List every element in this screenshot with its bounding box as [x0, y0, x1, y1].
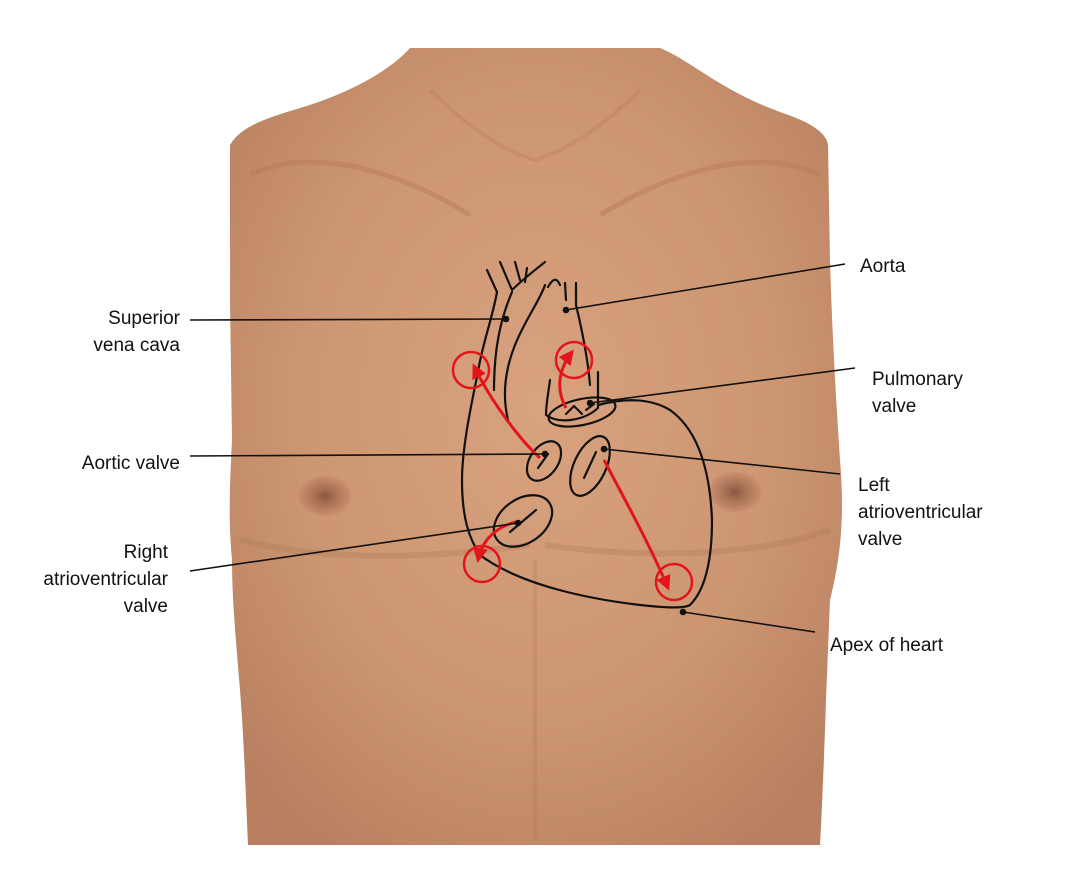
left-av-leader	[603, 448, 841, 475]
torso-photo	[229, 48, 842, 845]
apex-leader-dot	[679, 608, 687, 616]
label-line: Right	[123, 542, 168, 563]
right-av-leader	[189, 522, 519, 572]
label-left-av-valve: Left atrioventricular valve	[858, 472, 983, 553]
red-circle-icon	[654, 562, 694, 602]
label-aorta: Aorta	[860, 253, 905, 280]
left-nipple	[299, 476, 351, 516]
label-apex-of-heart: Apex of heart	[830, 632, 943, 659]
label-line: valve	[872, 396, 917, 417]
red-circle-icon	[554, 340, 594, 380]
svc-leader	[189, 318, 507, 321]
aortic-leader-dot	[541, 450, 549, 458]
red-arrow-icon	[472, 363, 542, 460]
pulmonary-leader	[589, 367, 856, 404]
label-right-av-valve: Right atrioventricular valve	[10, 539, 168, 620]
right-av-leader-dot	[514, 519, 522, 527]
label-line: Left	[858, 475, 890, 496]
label-aorta-line: Aorta	[860, 256, 906, 277]
red-arrow-icon	[602, 459, 671, 591]
aortic-leader	[189, 453, 546, 457]
label-line: valve	[858, 529, 903, 550]
apex-leader	[682, 611, 816, 633]
label-line: vena cava	[93, 335, 180, 356]
label-line: valve	[123, 596, 168, 617]
label-line: Apex of heart	[830, 635, 944, 656]
label-pulmonary-valve: Pulmonary valve	[872, 366, 963, 420]
leader-lines	[189, 263, 856, 633]
label-line: atrioventricular	[858, 502, 983, 523]
heart-outline	[460, 260, 714, 609]
auscultation-markers	[451, 340, 694, 602]
red-circle-icon	[462, 544, 502, 584]
pulmonary-leader-dot	[586, 399, 594, 407]
red-arrow-icon	[558, 349, 574, 409]
aorta-leader-dot	[562, 306, 570, 314]
red-circle-icon	[451, 350, 491, 390]
left-av-leader-dot	[600, 445, 608, 453]
aorta-leader	[565, 263, 846, 311]
svc-leader-dot	[502, 315, 510, 323]
label-line: atrioventricular	[43, 569, 168, 590]
right-nipple	[709, 472, 761, 512]
label-line: Aortic valve	[81, 453, 180, 474]
label-line: Pulmonary	[872, 369, 963, 390]
label-superior-vena-cava: Superior vena cava	[80, 305, 180, 359]
label-aortic-valve: Aortic valve	[40, 450, 180, 477]
label-line: Superior	[108, 308, 180, 329]
